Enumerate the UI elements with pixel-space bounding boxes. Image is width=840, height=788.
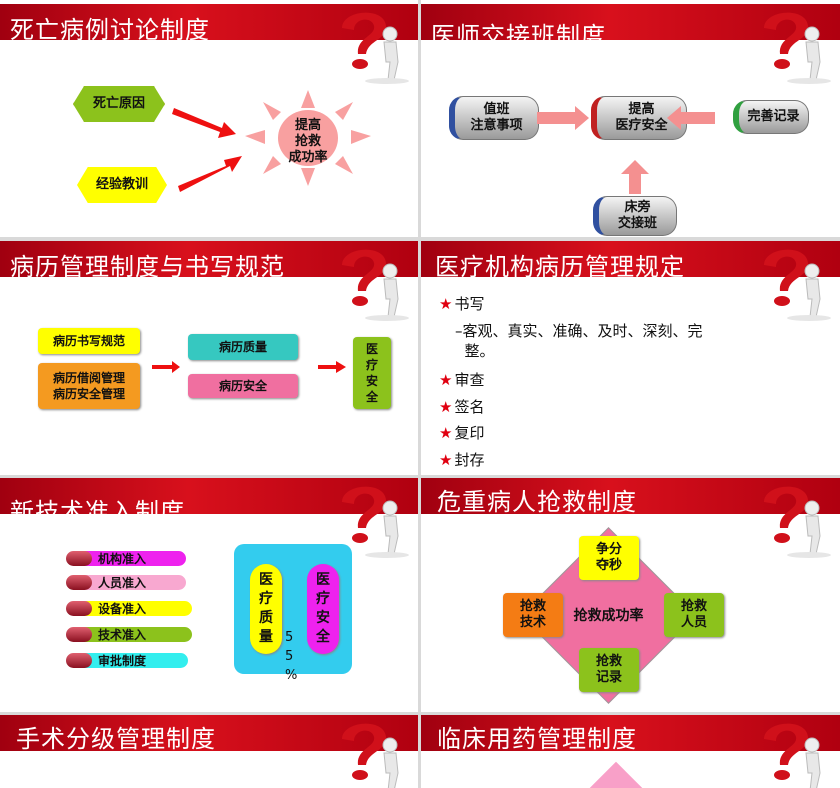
slide-title: 医疗机构病历管理规定 [435, 253, 685, 281]
slide-title: 死亡病例讨论制度 [10, 16, 210, 44]
bullet-sign: ★签名 [439, 398, 485, 416]
question-mark-figure-icon [332, 243, 412, 321]
question-mark-figure-icon [754, 243, 834, 321]
question-mark-figure-icon [754, 480, 834, 558]
node-quality: 病历质量 [188, 334, 298, 360]
slide-record-regulation[interactable]: 医疗机构病历管理规定 ★书写 –客观、真实、准确、及时、深刻、完 整。 ★审查 … [421, 241, 840, 475]
bullet-seal: ★封存 [439, 451, 485, 469]
node-writing: 病历书写规范 [38, 328, 140, 354]
pink-shape [587, 761, 645, 788]
slide-clinical-drug[interactable]: 临床用药管理制度 [421, 715, 840, 788]
center-label: 抢救成功率 [573, 608, 644, 624]
slide-record-management[interactable]: 病历管理制度与书写规范 病历书写规范 病历借阅管理 病历安全管理 病历质量 病历… [0, 241, 418, 475]
pill-safety: 医 疗 安 全 [307, 564, 339, 654]
bullet-writing: ★书写 [439, 295, 485, 313]
node-rescue-tech: 抢救 技术 [503, 593, 563, 637]
slide-new-tech[interactable]: 新技术准入制度 机构准入 人员准入 设备准入 技术准入 审批制度 医 疗 质 量… [0, 478, 418, 712]
arrows-icon [172, 108, 242, 192]
pill-quality: 医 疗 质 量 [250, 564, 282, 654]
slide-death-case-discussion[interactable]: 死亡病例讨论制度 死亡原因 经验教训 提高 抢救 成功率 [0, 0, 418, 237]
node-borrow: 病历借阅管理 病历安全管理 [38, 363, 140, 409]
bullet-review: ★审查 [439, 371, 485, 389]
arrows-icon [152, 361, 346, 373]
node-bedside: 床旁 交接班 [593, 196, 677, 236]
slide-title: 病历管理制度与书写规范 [10, 253, 285, 281]
item-equipment: 设备准入 [66, 601, 192, 616]
slide-handover[interactable]: 医师交接班制度 值班 注意事项 提高 医疗安全 完善记录 床旁 交接班 [421, 0, 840, 237]
node-medical-safety: 医 疗 安 全 [353, 337, 391, 409]
node-duty: 值班 注意事项 [449, 96, 539, 140]
slide-critical-rescue[interactable]: 危重病人抢救制度 抢救成功率 争分 夺秒 抢救 技术 抢救 人员 抢救 记录 [421, 478, 840, 712]
node-safe: 病历安全 [188, 374, 298, 398]
sub-bullet: –客观、真实、准确、及时、深刻、完 整。 [455, 322, 703, 360]
node-death-cause: 死亡原因 [73, 86, 165, 122]
question-mark-figure-icon [332, 717, 412, 788]
node-rescue-record: 抢救 记录 [579, 648, 639, 692]
arrows-icon [537, 106, 715, 194]
slide-title: 新技术准入制度 [10, 498, 185, 526]
percent-label: 5 5 % [285, 630, 298, 683]
bullet-copy: ★复印 [439, 424, 485, 442]
node-rescue-staff: 抢救 人员 [664, 593, 724, 637]
node-goal: 提高 抢救 成功率 [288, 118, 328, 165]
slide-title: 临床用药管理制度 [437, 725, 637, 753]
slide-title: 危重病人抢救制度 [437, 488, 637, 516]
slide-title: 手术分级管理制度 [16, 725, 216, 753]
sun-shape [245, 90, 371, 186]
node-race-time: 争分 夺秒 [579, 536, 639, 580]
question-mark-figure-icon [332, 6, 412, 84]
item-approval: 审批制度 [66, 653, 188, 668]
slide-surgery-grading[interactable]: 手术分级管理制度 [0, 715, 418, 788]
node-record: 完善记录 [733, 100, 809, 134]
question-mark-figure-icon [754, 6, 834, 84]
slide-title: 医师交接班制度 [431, 22, 606, 50]
item-institution: 机构准入 [66, 551, 186, 566]
node-lessons: 经验教训 [77, 167, 167, 203]
item-personnel: 人员准入 [66, 575, 186, 590]
question-mark-figure-icon [754, 717, 834, 788]
item-technology: 技术准入 [66, 627, 192, 642]
